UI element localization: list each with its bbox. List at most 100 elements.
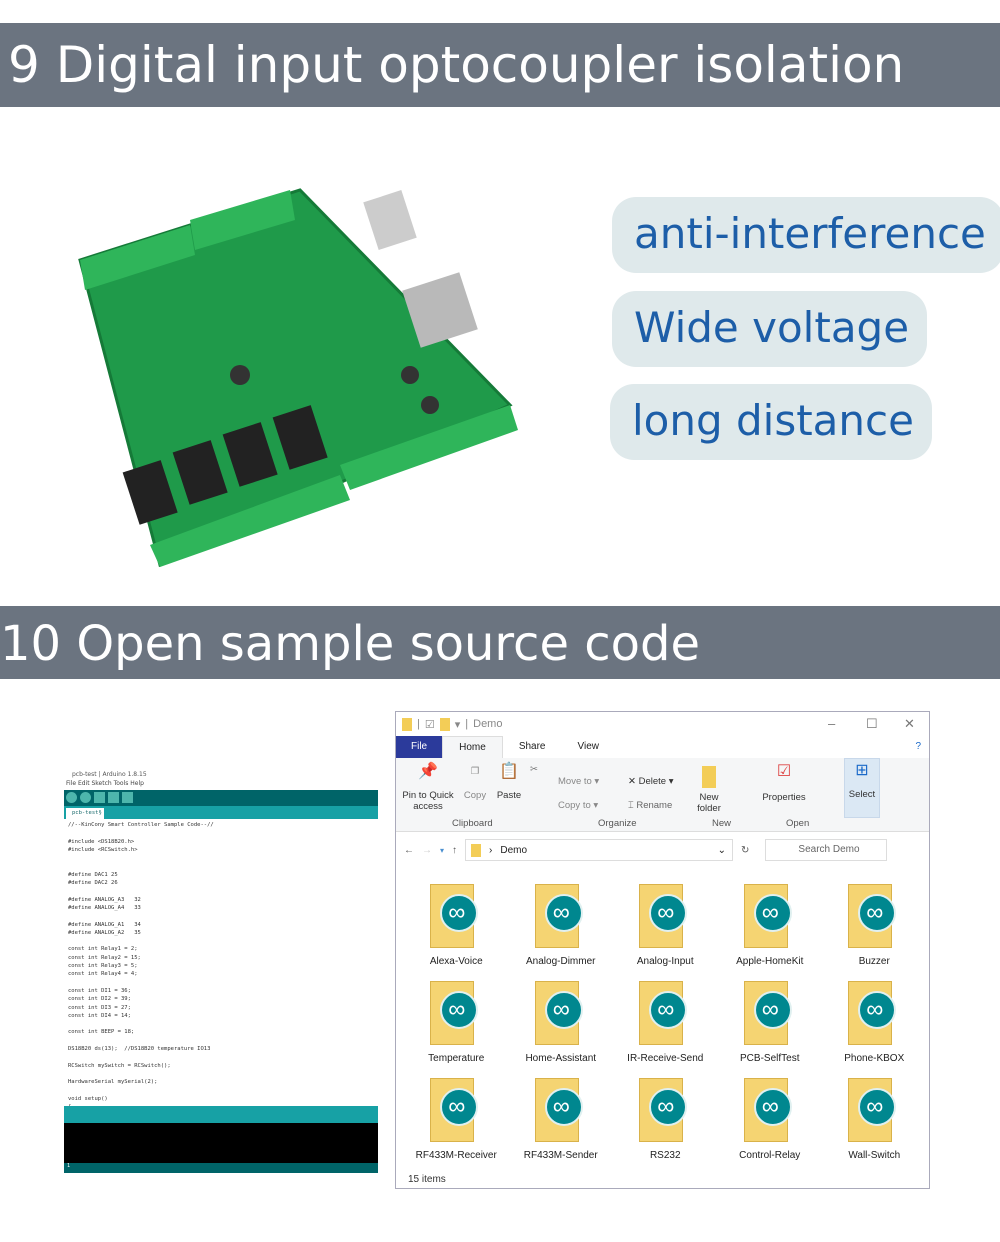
close-button[interactable]: ✕ <box>904 716 915 731</box>
refresh-icon[interactable]: ↻ <box>741 844 750 856</box>
code-editor[interactable]: //--KinCony Smart Controller Sample Code… <box>64 819 378 1106</box>
address-bar[interactable]: ›Demo⌄ <box>465 839 734 861</box>
code-line: #define ANALOG_A1 34 <box>68 921 141 928</box>
code-line: const int Relay3 = 5; <box>68 963 138 970</box>
feature-pill-anti-interference: anti-interference <box>612 197 1000 273</box>
code-line <box>68 854 374 862</box>
folder-item[interactable]: Home-Assistant <box>509 977 614 1074</box>
save-icon[interactable] <box>122 792 133 803</box>
properties-button[interactable]: ☑Properties <box>760 763 808 804</box>
tab-file[interactable]: File <box>396 736 443 758</box>
code-line: RCSwitch mySwitch = RCSwitch(); <box>68 1062 171 1069</box>
folder-item[interactable]: Buzzer <box>822 880 927 977</box>
arduino-folder-icon <box>639 981 691 1047</box>
folder-label: IR-Receive-Send <box>627 1053 704 1064</box>
new-icon[interactable] <box>94 792 105 803</box>
folder-item[interactable]: Phone-KBOX <box>822 977 927 1074</box>
code-line: #define ANALOG_A2 35 <box>68 929 141 936</box>
file-grid: Alexa-VoiceAnalog-Dimmer Analog-Input Appl… <box>404 880 927 1171</box>
folder-item[interactable]: Alexa-Voice <box>404 880 509 977</box>
upload-icon[interactable] <box>80 792 91 803</box>
folder-label: Phone-KBOX <box>844 1053 905 1064</box>
new-folder-qa-icon[interactable] <box>439 717 450 731</box>
folder-item[interactable]: RS232 <box>613 1074 718 1171</box>
feature-pill-long-distance: long distance <box>610 384 932 460</box>
tab-home[interactable]: Home <box>442 736 503 758</box>
code-line: #include <RCSwitch.h> <box>68 846 138 853</box>
ribbon: 📌Pin to Quick access ❐Copy 📋Paste ✂ Move… <box>396 758 929 832</box>
code-line <box>68 829 374 837</box>
select-button[interactable]: ⊞Select <box>844 758 880 818</box>
properties-qa-icon[interactable]: ☑ <box>424 718 435 731</box>
folder-item[interactable]: Apple-HomeKit <box>718 880 823 977</box>
folder-item[interactable]: RF433M-Receiver <box>404 1074 509 1171</box>
open-icon[interactable] <box>108 792 119 803</box>
arduino-folder-icon <box>848 884 900 950</box>
copy-button[interactable]: ❐Copy <box>460 766 490 801</box>
maximize-button[interactable]: ☐ <box>866 716 878 731</box>
window-title: Demo <box>473 718 503 730</box>
tab-view[interactable]: View <box>577 741 600 752</box>
code-line: HardwareSerial mySerial(2); <box>68 1079 158 1086</box>
code-line <box>68 912 374 920</box>
code-line <box>68 1070 374 1078</box>
arduino-ide-window: pcb-test | Arduino 1.8.15 File Edit Sket… <box>64 771 378 1193</box>
new-folder-button[interactable]: New folder <box>694 766 724 814</box>
folder-item[interactable]: RF433M-Sender <box>509 1074 614 1171</box>
folder-item[interactable]: Control-Relay <box>718 1074 823 1171</box>
back-icon[interactable]: ← <box>404 844 414 856</box>
paste-button[interactable]: 📋Paste <box>494 764 524 802</box>
folder-label: Home-Assistant <box>525 1053 597 1064</box>
title-bar: |☑▾|Demo <box>396 712 929 736</box>
verify-icon[interactable] <box>66 792 77 803</box>
copy-icon: ❐ <box>470 766 480 777</box>
folder-label: Analog-Dimmer <box>526 956 596 967</box>
line-status: 1 <box>64 1163 378 1173</box>
search-input[interactable]: Search Demo <box>765 839 888 861</box>
code-line <box>68 1053 374 1061</box>
arduino-folder-icon <box>639 1078 691 1144</box>
forward-icon[interactable]: → <box>422 844 432 856</box>
sketch-tab[interactable]: pcb-test§ <box>66 808 104 819</box>
arduino-folder-icon <box>534 1078 587 1144</box>
folder-item[interactable]: Temperature <box>404 977 509 1074</box>
move-to-button[interactable]: Move to ▾ <box>558 776 600 787</box>
code-line: #define ANALOG_A4 33 <box>68 904 141 911</box>
properties-icon: ☑ <box>776 763 792 780</box>
arduino-folder-icon <box>430 1078 482 1144</box>
code-line <box>68 1037 374 1045</box>
arduino-folder-icon <box>534 981 587 1047</box>
cut-icon[interactable]: ✂ <box>530 764 538 775</box>
code-line <box>68 937 374 945</box>
rename-button[interactable]: ⌶ Rename <box>628 800 673 811</box>
tab-share[interactable]: Share <box>518 741 546 752</box>
folder-label: Analog-Input <box>636 956 694 967</box>
help-icon[interactable]: ? <box>915 741 921 752</box>
arduino-folder-icon <box>743 1078 796 1144</box>
folder-item[interactable]: PCB-SelfTest <box>718 977 823 1074</box>
folder-label: Apple-HomeKit <box>736 956 804 967</box>
minimize-button[interactable]: – <box>828 716 836 731</box>
select-icon: ⊞ <box>855 762 869 779</box>
folder-label: Temperature <box>428 1053 485 1064</box>
pin-to-quick-access-button[interactable]: 📌Pin to Quick access <box>400 764 456 813</box>
recent-icon[interactable]: ▾ <box>440 845 445 855</box>
folder-item[interactable]: Analog-Input <box>613 880 718 977</box>
code-line <box>68 1087 374 1095</box>
folder-item[interactable]: Wall-Switch <box>822 1074 927 1171</box>
folder-label: RF433M-Receiver <box>415 1150 497 1161</box>
delete-button[interactable]: ✕ Delete ▾ <box>628 776 674 787</box>
section-10-banner: 10 Open sample source code <box>0 606 1000 679</box>
customize-icon[interactable]: ▾ <box>454 718 461 731</box>
code-line: #include <DS18B20.h> <box>68 838 135 845</box>
file-explorer-window: |☑▾|Demo – ☐ ✕ File Home Share View ? 📌P… <box>395 711 930 1189</box>
folder-item[interactable]: IR-Receive-Send <box>613 977 718 1074</box>
folder-item[interactable]: Analog-Dimmer <box>509 880 614 977</box>
copy-to-button[interactable]: Copy to ▾ <box>558 800 599 811</box>
arduino-folder-icon <box>534 884 587 950</box>
code-line: DS18B20 ds(13); //DS18B20 temperature IO… <box>68 1046 211 1053</box>
arduino-toolbar <box>64 790 378 806</box>
arduino-menu-bar[interactable]: File Edit Sketch Tools Help <box>66 780 144 787</box>
up-icon[interactable]: ↑ <box>452 844 458 856</box>
code-line: #define ANALOG_A3 32 <box>68 896 141 903</box>
